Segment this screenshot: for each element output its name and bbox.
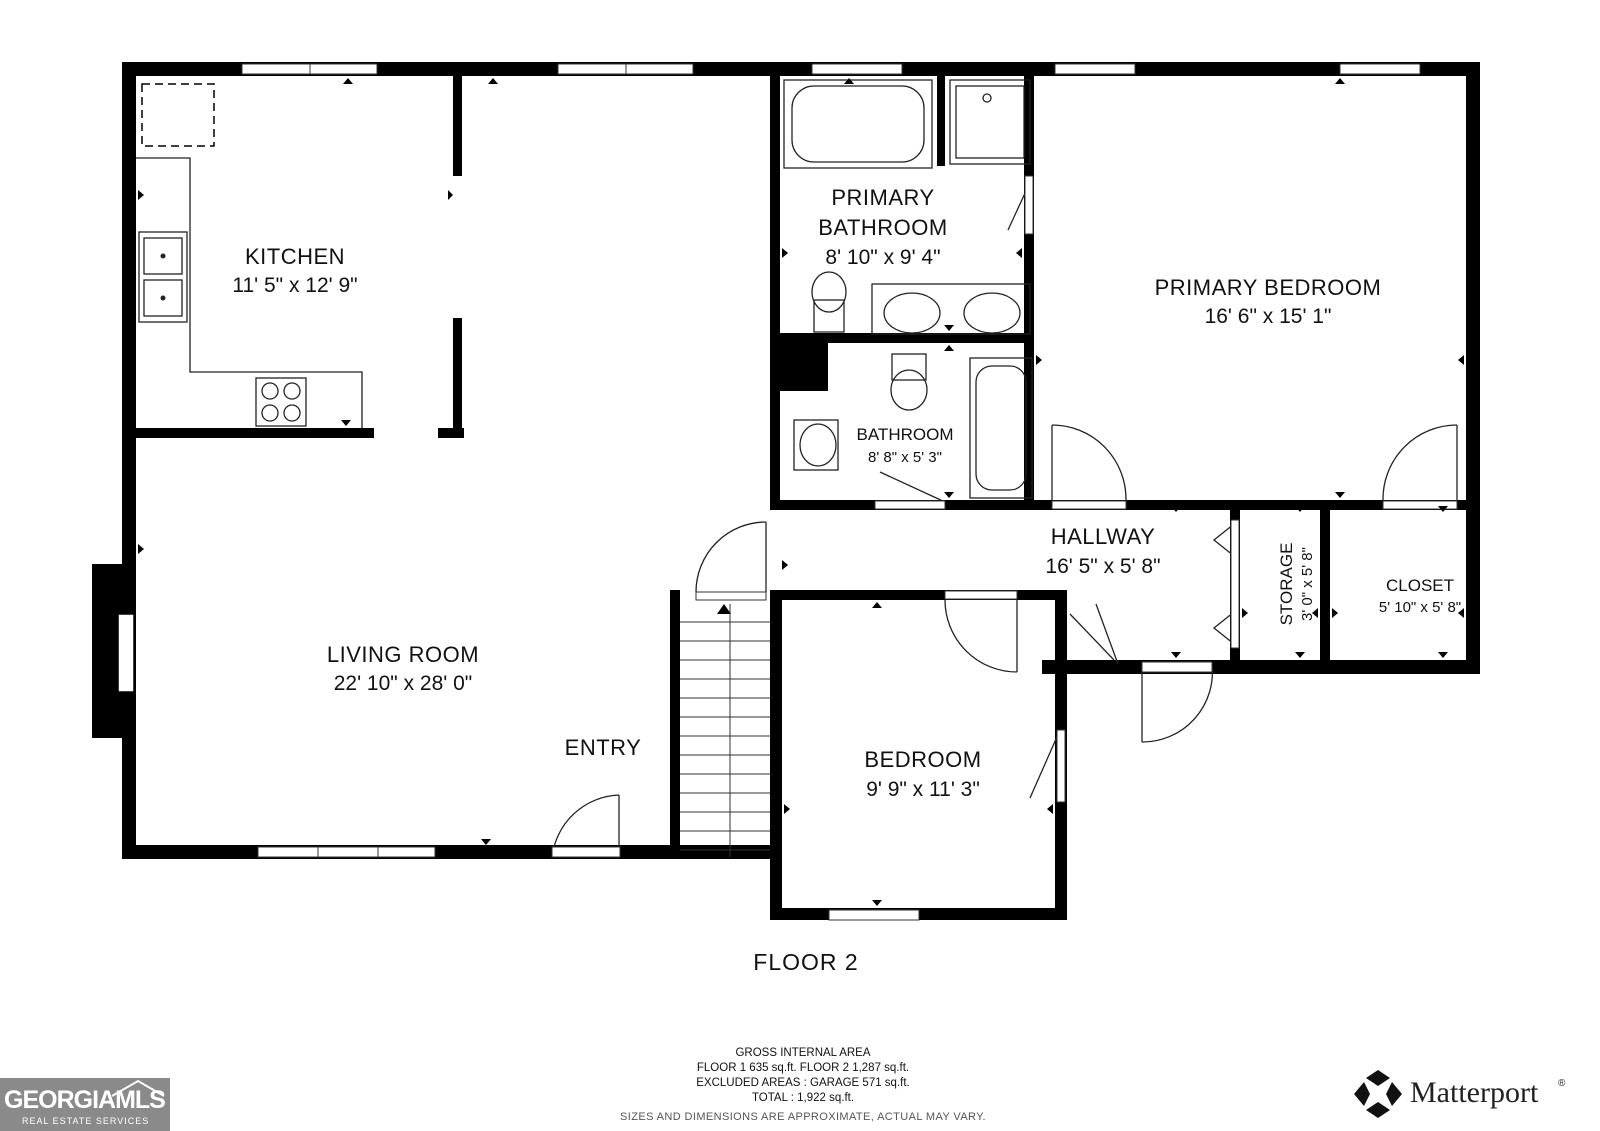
kitchen-name: KITCHEN	[245, 244, 345, 269]
doors	[551, 175, 1458, 859]
disclaimer: SIZES AND DIMENSIONS ARE APPROXIMATE, AC…	[620, 1111, 986, 1123]
bedroom-name: BEDROOM	[864, 747, 981, 772]
walls	[92, 62, 1480, 920]
storage-dims: 3' 0" x 5' 8"	[1299, 547, 1316, 621]
stairs	[680, 604, 770, 857]
hallway-name: HALLWAY	[1051, 524, 1156, 549]
bathroom-name: BATHROOM	[857, 425, 954, 444]
hallway-dims: 16' 5" x 5' 8"	[1045, 555, 1160, 578]
area-heading: GROSS INTERNAL AREA	[735, 1047, 870, 1059]
living-room-dims: 22' 10" x 28' 0"	[334, 672, 473, 695]
matterport-name: Matterport	[1410, 1076, 1539, 1109]
closet-dims: 5' 10" x 5' 8"	[1379, 599, 1461, 616]
storage-name: STORAGE	[1277, 543, 1296, 626]
bedroom-dims: 9' 9" x 11' 3"	[866, 778, 980, 801]
area-total: TOTAL : 1,922 sq.ft.	[752, 1092, 854, 1104]
area-excluded: EXCLUDED AREAS : GARAGE 571 sq.ft.	[696, 1077, 909, 1089]
primary-bathroom-dims: 8' 10" x 9' 4"	[825, 246, 940, 269]
measurement-markers	[138, 78, 1464, 906]
primary-bath-fixtures	[783, 79, 1031, 335]
windows	[241, 63, 1421, 921]
bathroom-fixtures	[793, 353, 1033, 499]
georgia-mls-name: GEORGIAMLS	[4, 1086, 166, 1114]
roof-icon	[111, 1079, 165, 1097]
georgia-mls-logo: GEORGIAMLS REAL ESTATE SERVICES	[0, 1078, 170, 1131]
primary-bathroom-name-line1: PRIMARY	[831, 185, 934, 210]
matterport-mark-icon	[1354, 1070, 1402, 1118]
kitchen-dims: 11' 5" x 12' 9"	[232, 274, 357, 297]
primary-bedroom-name: PRIMARY BEDROOM	[1155, 275, 1382, 300]
kitchen-fixtures	[136, 83, 363, 428]
bathroom-dims: 8' 8" x 5' 3"	[868, 449, 942, 466]
area-floors: FLOOR 1 635 sq.ft. FLOOR 2 1,287 sq.ft.	[697, 1062, 909, 1074]
floor-label: FLOOR 2	[753, 949, 858, 975]
primary-bathroom-name-line2: BATHROOM	[818, 215, 947, 240]
georgia-mls-tagline: REAL ESTATE SERVICES	[22, 1116, 150, 1126]
room-labels: KITCHEN 11' 5" x 12' 9" PRIMARY BATHROOM…	[232, 185, 1461, 975]
closet-name: CLOSET	[1386, 576, 1454, 595]
area-summary: GROSS INTERNAL AREA FLOOR 1 635 sq.ft. F…	[620, 1047, 986, 1123]
primary-bedroom-dims: 16' 6" x 15' 1"	[1205, 305, 1332, 328]
matterport-registered-mark: ®	[1558, 1078, 1566, 1089]
matterport-logo: Matterport ®	[1352, 1068, 1592, 1122]
entry-name: ENTRY	[565, 735, 642, 760]
living-room-name: LIVING ROOM	[327, 642, 479, 667]
